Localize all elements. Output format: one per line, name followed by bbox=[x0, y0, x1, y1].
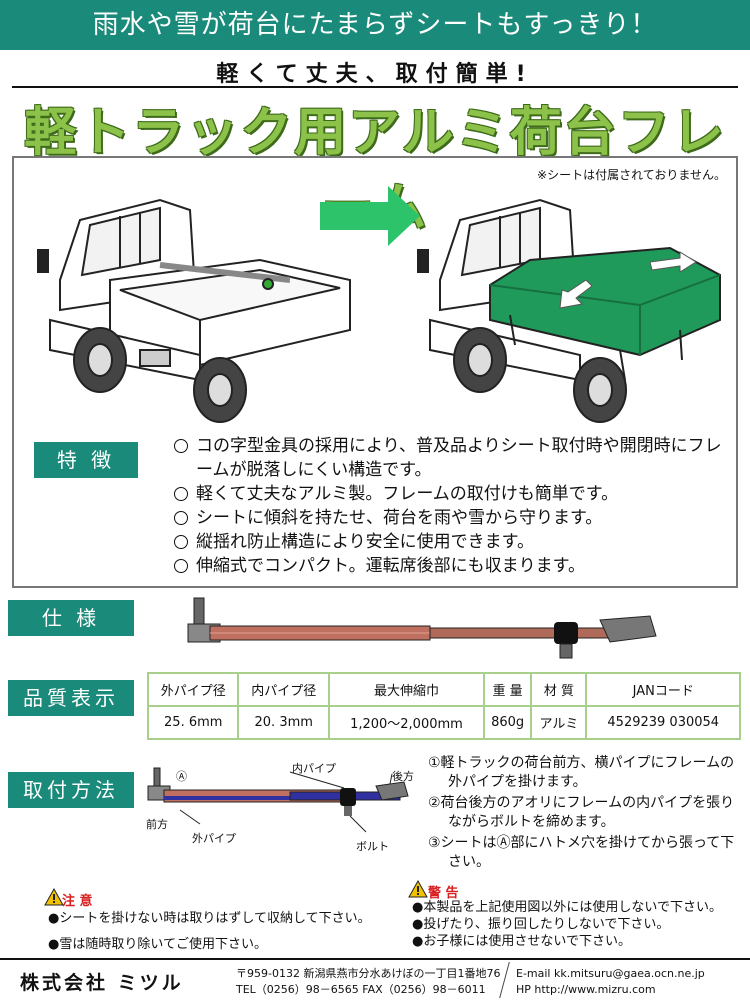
warning-icon bbox=[408, 880, 428, 898]
top-banner: 雨水や雪が荷台にたまらずシートもすっきり！ bbox=[0, 0, 750, 50]
callout-front: 前方 bbox=[146, 818, 168, 831]
caution-item: ●雪は随時取り除いてご使用下さい。 bbox=[48, 937, 267, 952]
callout-rear: 後方 bbox=[392, 770, 414, 783]
header-divider bbox=[12, 86, 738, 88]
address-line: 〒959-0132 新潟県燕市分水あけぼの一丁目1番地76 bbox=[236, 967, 501, 980]
truck-illustrations bbox=[37, 186, 721, 423]
truck-after-illustration bbox=[417, 198, 721, 423]
install-step: ③シートはⒶ部にハトメ穴を掛けてから張って下さい。 bbox=[428, 835, 735, 870]
spec-value: アルミ bbox=[530, 705, 588, 740]
arrow-right-icon bbox=[320, 186, 420, 246]
contact-separator bbox=[499, 962, 510, 998]
feature-item: コの字型金具の採用により、普及品よりシート取付時や開閉時にフレームが脱落しにくい… bbox=[172, 434, 732, 482]
caution-icon bbox=[44, 888, 64, 906]
caution-item: ●シートを掛けない時は取りはずして収納して下さい。 bbox=[48, 911, 371, 926]
company-contact: E-mail kk.mitsuru@gaea.ocn.ne.jp HP http… bbox=[516, 966, 705, 998]
footer-divider bbox=[0, 958, 750, 960]
warning-item: ●投げたり、振り回したりしないで下さい。 bbox=[412, 917, 670, 932]
feature-box bbox=[12, 156, 738, 588]
callout-inner-pipe: 内パイプ bbox=[292, 762, 336, 775]
spec-header: 内パイプ径 bbox=[237, 672, 330, 707]
spec-value: 860g bbox=[482, 705, 533, 740]
spec-value: 20. 3mm bbox=[237, 705, 330, 740]
arrow-down-icon bbox=[559, 279, 593, 309]
warning-list: ●本製品を上記使用図以外には使用しないで下さい。 ●投げたり、振り回したりしない… bbox=[412, 899, 722, 950]
callout-outer-pipe: 外パイプ bbox=[192, 832, 236, 845]
spec-table-header-row: 外パイプ径 内パイプ径 最大伸縮巾 重 量 材 質 JANコード bbox=[146, 672, 741, 707]
spec-label: 仕 様 bbox=[8, 600, 134, 636]
warning-item: ●お子様には使用させないで下さい。 bbox=[412, 934, 631, 949]
install-step: ①軽トラックの荷台前方、横パイプにフレームの外パイプを掛けます。 bbox=[428, 755, 735, 790]
spec-value: 1,200〜2,000mm bbox=[327, 705, 485, 740]
homepage-line[interactable]: HP http://www.mizru.com bbox=[516, 983, 656, 996]
spec-table: 外パイプ径 内パイプ径 最大伸縮巾 重 量 材 質 JANコード 25. 6mm… bbox=[146, 672, 741, 740]
spec-header: 最大伸縮巾 bbox=[327, 672, 485, 707]
truck-before-illustration bbox=[37, 198, 351, 423]
frame-product-illustration bbox=[187, 597, 657, 659]
feature-item: 伸縮式でコンパクト。運転席後部にも収まります。 bbox=[172, 554, 732, 578]
quality-label: 品質表示 bbox=[8, 680, 134, 716]
install-label: 取付方法 bbox=[8, 772, 134, 808]
warning-title: 警 告 bbox=[428, 886, 459, 901]
spec-table-value-row: 25. 6mm 20. 3mm 1,200〜2,000mm 860g アルミ 4… bbox=[146, 705, 741, 740]
spec-header: 材 質 bbox=[530, 672, 588, 707]
spec-value: 25. 6mm bbox=[146, 705, 240, 740]
phone-fax-line: TEL（0256）98－6565 FAX（0256）98－6011 bbox=[236, 983, 486, 996]
callout-a-mark: Ⓐ bbox=[176, 770, 187, 783]
features-list: コの字型金具の採用により、普及品よりシート取付時や開閉時にフレームが脱落しにくい… bbox=[172, 434, 732, 578]
warning-item: ●本製品を上記使用図以外には使用しないで下さい。 bbox=[412, 900, 722, 915]
install-step: ②荷台後方のアオリにフレームの内パイプを張りながらボルトを締めます。 bbox=[428, 795, 735, 830]
install-steps: ①軽トラックの荷台前方、横パイプにフレームの外パイプを掛けます。 ②荷台後方のア… bbox=[428, 754, 738, 874]
feature-item: 軽くて丈夫なアルミ製。フレームの取付けも簡単です。 bbox=[172, 482, 732, 506]
sheet-note: ※シートは付属されておりません。 bbox=[537, 168, 726, 182]
subtitle: 軽くて丈夫、取付簡単! bbox=[216, 62, 534, 87]
caution-title: 注 意 bbox=[62, 894, 93, 909]
spec-value: 4529239 030054 bbox=[585, 705, 741, 740]
feature-item: 縦揺れ防止構造により安全に使用できます。 bbox=[172, 530, 732, 554]
features-label: 特 徴 bbox=[34, 442, 138, 478]
spec-header: JANコード bbox=[585, 672, 741, 707]
company-name: 株式会社 ミツル bbox=[20, 972, 184, 994]
spec-header: 外パイプ径 bbox=[146, 672, 240, 707]
install-diagram bbox=[147, 767, 409, 833]
arrow-up-right-icon bbox=[649, 251, 697, 273]
spec-header: 重 量 bbox=[482, 672, 533, 707]
caution-list: ●シートを掛けない時は取りはずして収納して下さい。 ●雪は随時取り除いてご使用下… bbox=[48, 906, 371, 958]
feature-item: シートに傾斜を持たせ、荷台を雨や雪から守ります。 bbox=[172, 506, 732, 530]
email-line[interactable]: E-mail kk.mitsuru@gaea.ocn.ne.jp bbox=[516, 967, 705, 980]
callout-bolt: ボルト bbox=[356, 840, 389, 853]
company-address: 〒959-0132 新潟県燕市分水あけぼの一丁目1番地76 TEL（0256）9… bbox=[236, 966, 500, 998]
